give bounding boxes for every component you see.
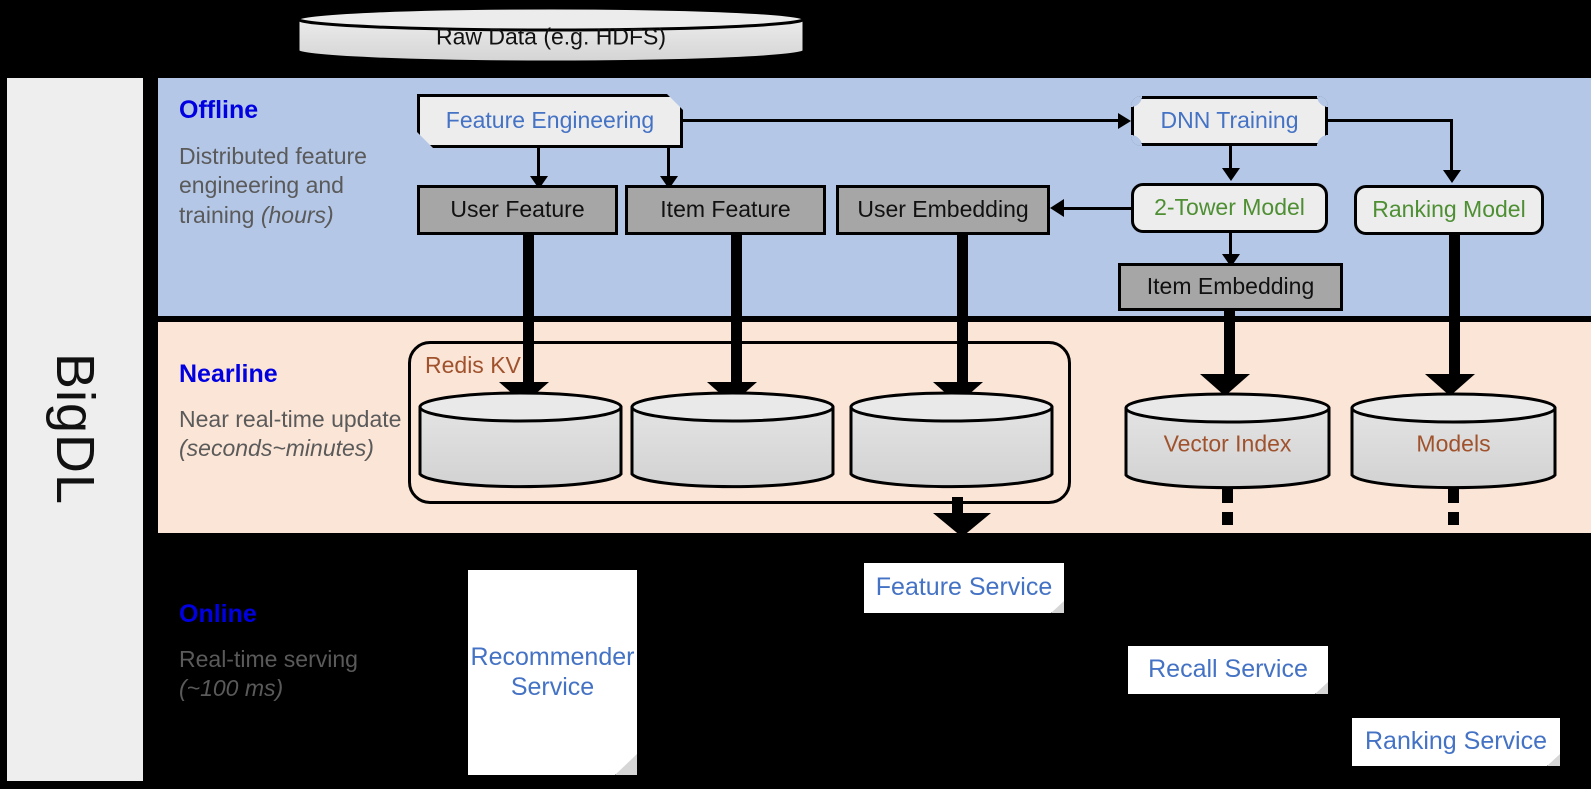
store-item-feature-cylinder[interactable] bbox=[630, 391, 835, 490]
offline-title: Offline bbox=[179, 96, 259, 124]
dnn-training-shape bbox=[1131, 96, 1328, 146]
store-user-feature-cylinder[interactable] bbox=[418, 391, 623, 490]
online-description: Real-time serving (~100 ms) bbox=[179, 645, 394, 704]
node-user-feature[interactable]: User Feature bbox=[417, 185, 618, 235]
connector-2tower-userembedding bbox=[1063, 207, 1133, 210]
bigdl-label: BigDL bbox=[45, 353, 105, 506]
connector-fe-userfeature bbox=[537, 148, 540, 180]
connector-fe-itemfeature bbox=[667, 148, 670, 180]
raw-data-label: Raw Data (e.g. HDFS) bbox=[435, 23, 667, 50]
ranking-service-label: Ranking Service bbox=[1364, 727, 1548, 756]
offline-desc-emphasis: (hours) bbox=[260, 201, 334, 228]
user-embedding-label: User Embedding bbox=[857, 196, 1029, 223]
bigdl-framework-rail: BigDL bbox=[7, 78, 143, 781]
connector-userembedding-store bbox=[957, 235, 968, 390]
vector-index-label: Vector Index bbox=[1163, 430, 1292, 457]
feature-engineering-label: Feature Engineering bbox=[445, 107, 655, 134]
node-item-feature[interactable]: Item Feature bbox=[625, 185, 826, 235]
dash-models-1 bbox=[1448, 489, 1459, 503]
ranking-service-body bbox=[1352, 718, 1560, 766]
arrowhead-redis-featureservice bbox=[933, 513, 991, 537]
offline-desc-text: Distributed feature engineering and trai… bbox=[179, 143, 367, 228]
node-recommender-service[interactable]: Recommender Service bbox=[468, 570, 637, 775]
online-desc-emphasis: (~100 ms) bbox=[179, 675, 284, 702]
connector-dnn-2tower bbox=[1229, 146, 1232, 170]
raw-data-cylinder: Raw Data (e.g. HDFS) bbox=[296, 6, 806, 64]
node-feature-engineering[interactable]: Feature Engineering bbox=[417, 94, 683, 148]
store-user-embedding-cylinder[interactable] bbox=[849, 391, 1054, 490]
connector-userfeature-store bbox=[523, 235, 534, 390]
node-ranking-service[interactable]: Ranking Service bbox=[1352, 718, 1560, 766]
recommender-service-label: Recommender Service bbox=[470, 643, 635, 701]
node-dnn-training[interactable]: DNN Training bbox=[1131, 96, 1328, 146]
node-recall-service[interactable]: Recall Service bbox=[1128, 646, 1328, 694]
item-embedding-label: Item Embedding bbox=[1146, 273, 1315, 300]
nearline-desc-emphasis: (seconds~minutes) bbox=[179, 435, 374, 462]
offline-description: Distributed feature engineering and trai… bbox=[179, 142, 389, 230]
recommender-service-body bbox=[468, 570, 637, 775]
dash-models-2 bbox=[1448, 512, 1459, 525]
node-2-tower-model[interactable]: 2-Tower Model bbox=[1131, 183, 1328, 233]
two-tower-model-label: 2-Tower Model bbox=[1154, 194, 1305, 221]
connector-dnn-ranking-v bbox=[1450, 119, 1453, 171]
node-user-embedding[interactable]: User Embedding bbox=[836, 185, 1050, 235]
online-desc-text: Real-time serving bbox=[179, 646, 358, 672]
node-ranking-model[interactable]: Ranking Model bbox=[1354, 185, 1544, 235]
cylinder-shape bbox=[1350, 392, 1557, 490]
dash-redis-featureservice bbox=[952, 497, 963, 513]
arrowhead-dnn-ranking bbox=[1443, 170, 1461, 183]
feature-service-body bbox=[864, 563, 1064, 613]
models-label: Models bbox=[1416, 430, 1491, 457]
recall-service-label: Recall Service bbox=[1148, 655, 1308, 684]
connector-dnn-ranking-h bbox=[1328, 119, 1453, 122]
cylinder-shape bbox=[296, 6, 806, 64]
redis-kv-label: Redis KV bbox=[425, 352, 521, 378]
cylinder-shape bbox=[1124, 392, 1331, 490]
online-title: Online bbox=[179, 600, 257, 628]
feature-engineering-shape bbox=[417, 94, 683, 148]
cylinder-shape bbox=[630, 391, 835, 489]
connector-rankingmodel-models bbox=[1449, 235, 1460, 381]
arrowhead-rawdata-fe bbox=[536, 62, 566, 81]
item-feature-label: Item Feature bbox=[660, 196, 791, 223]
models-cylinder[interactable]: Models bbox=[1350, 392, 1557, 491]
nearline-desc-text: Near real-time update bbox=[179, 406, 402, 432]
nearline-title: Nearline bbox=[179, 360, 278, 388]
dash-vectorindex-1 bbox=[1222, 489, 1233, 503]
arrowhead-fe-dnn bbox=[1118, 113, 1131, 129]
arrowhead-2tower-userembedding bbox=[1050, 199, 1064, 217]
arrowhead-rankingmodel-models bbox=[1425, 374, 1475, 396]
node-item-embedding[interactable]: Item Embedding bbox=[1118, 263, 1343, 311]
user-feature-label: User Feature bbox=[450, 196, 585, 223]
arrowhead-itememb-vectorindex bbox=[1200, 374, 1250, 396]
dnn-training-label: DNN Training bbox=[1160, 107, 1299, 134]
cylinder-shape bbox=[418, 391, 623, 489]
connector-fe-dnn bbox=[683, 119, 1120, 122]
connector-2tower-itememb bbox=[1229, 233, 1232, 257]
vector-index-cylinder[interactable]: Vector Index bbox=[1124, 392, 1331, 491]
feature-service-label: Feature Service bbox=[875, 573, 1053, 602]
cylinder-shape bbox=[849, 391, 1054, 489]
nearline-description: Near real-time update (seconds~minutes) bbox=[179, 405, 411, 464]
connector-itememb-vectorindex bbox=[1224, 311, 1235, 381]
ranking-model-label: Ranking Model bbox=[1372, 196, 1526, 223]
dash-vectorindex-2 bbox=[1222, 512, 1233, 525]
recall-service-body bbox=[1128, 646, 1328, 694]
node-feature-service[interactable]: Feature Service bbox=[864, 563, 1064, 613]
connector-itemfeature-store bbox=[731, 235, 742, 390]
arrowhead-dnn-2tower bbox=[1222, 168, 1240, 181]
